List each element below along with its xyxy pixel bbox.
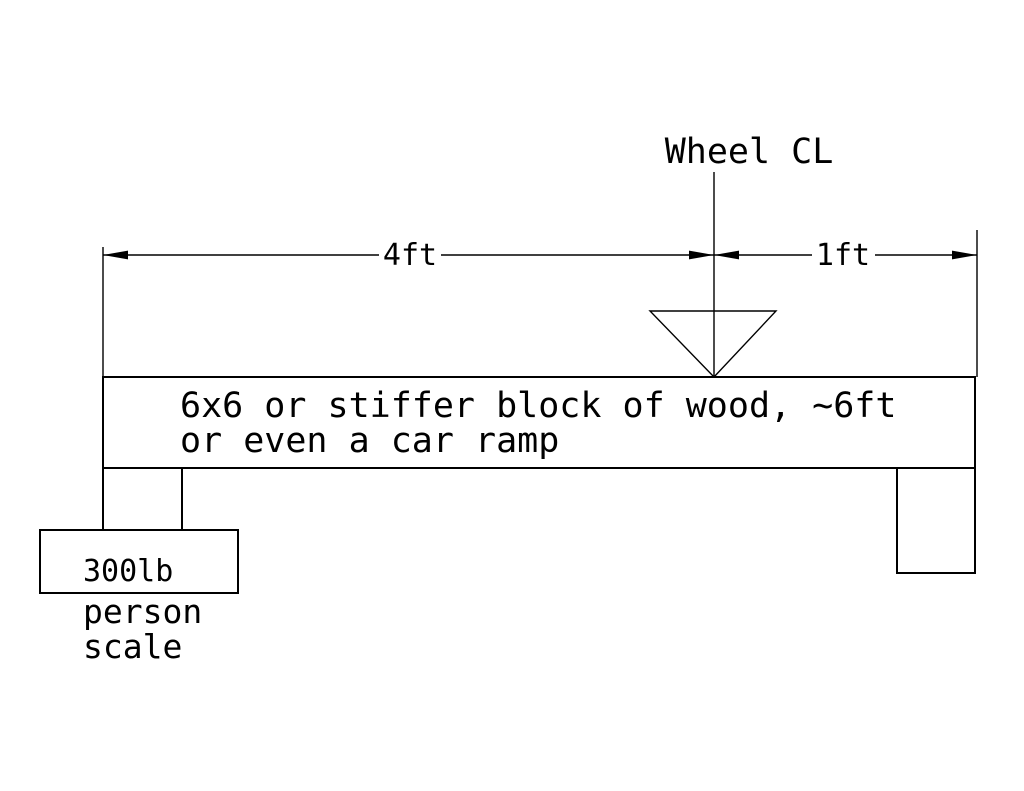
wheel-cl-label: Wheel CL [665,132,834,172]
right-support-block [896,467,976,574]
scale-caption-line1: person [83,592,202,631]
load-point-triangle [648,310,778,379]
arrowhead-1ft-right-icon [952,250,977,260]
beam-outline [102,376,976,469]
beam-note-line2: or even a car ramp [180,421,559,461]
arrowhead-4ft-right-icon [689,250,714,260]
arrowhead-1ft-left-icon [714,250,739,260]
scale-box-label: 300lb [83,554,173,589]
beam-note-line1: 6x6 or stiffer block of wood, ~6ft [180,386,896,426]
scale-caption-line2: scale [83,627,182,666]
dim-label-4ft: 4ft [383,238,437,273]
arrowhead-4ft-left-icon [103,250,128,260]
dim-label-1ft: 1ft [816,238,870,273]
scale-box [39,529,239,594]
